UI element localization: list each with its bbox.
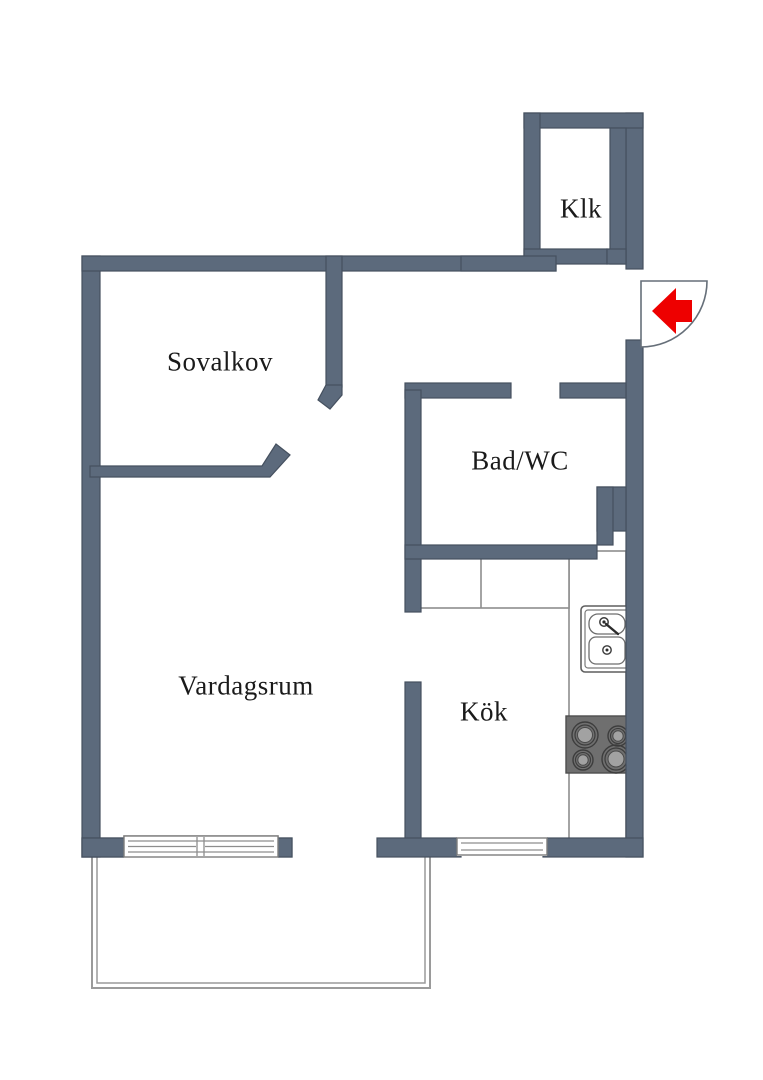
kitchen-counter-group: [419, 550, 627, 841]
room-label-vardagsrum: Vardagsrum: [178, 670, 314, 701]
room-label-kok: Kök: [460, 696, 508, 727]
balcony-outline: [91, 855, 431, 989]
room-label-bad-wc: Bad/WC: [471, 445, 569, 476]
window-sashes: [123, 835, 548, 858]
kitchen-sink-icon: [580, 605, 634, 673]
room-label-klk: Klk: [560, 193, 602, 224]
walls-group: [81, 112, 644, 858]
room-label-sovalkov: Sovalkov: [166, 346, 274, 377]
entrance-door[interactable]: [640, 280, 708, 348]
entrance-arrow-icon: [652, 288, 692, 334]
